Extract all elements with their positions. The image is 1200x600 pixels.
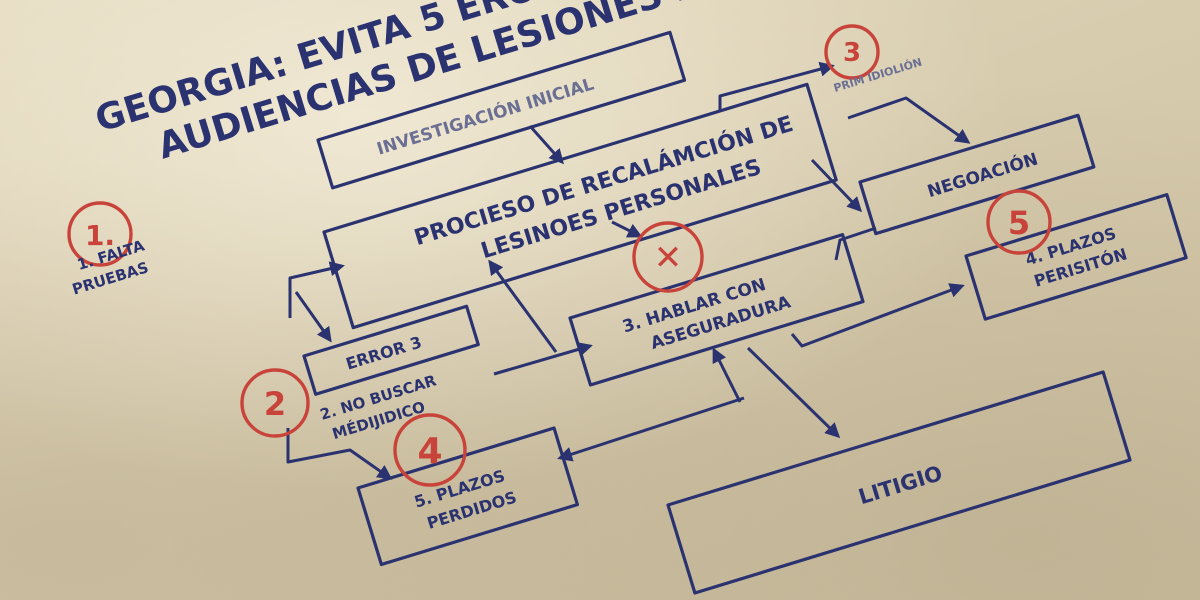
arrow-proceso-negociacion — [810, 158, 863, 213]
svg-text:3: 3 — [843, 38, 861, 68]
arrow-error-proceso — [288, 261, 345, 318]
node-error3: ERROR 3 — [302, 304, 480, 396]
arrow-proceso-x — [611, 220, 643, 238]
arrow-to-plazos-bottom — [557, 396, 745, 462]
arrow-to-error3 — [294, 291, 332, 343]
label-falta-pruebas: 1. FALTA PRUEBAS — [70, 236, 151, 298]
marker-1: 1. — [67, 201, 133, 267]
svg-text:4: 4 — [417, 431, 442, 472]
svg-text:5: 5 — [1008, 204, 1030, 242]
marker-2: 2 — [240, 368, 310, 438]
node-plazos-bottom: 5. PLAZOS PERDIDOS — [356, 426, 580, 567]
node-negociacion: NEGOACIÓN — [858, 113, 1096, 236]
arrow-to-negociacion — [847, 96, 971, 144]
node-litigio-label: LITIGIO — [856, 461, 945, 509]
arrow-hablar-plazos — [790, 283, 965, 348]
svg-text:2: 2 — [264, 385, 286, 423]
node-hablar: 3. HABLAR CON ASEGURADURA — [568, 233, 865, 387]
arrow-hablar-litigio — [746, 346, 841, 439]
arrow-hablar-proceso — [488, 259, 558, 353]
svg-text:✕: ✕ — [654, 238, 683, 278]
node-investigacion-box — [316, 30, 687, 190]
arrow-marker2-plazos — [286, 428, 393, 480]
svg-text:1.: 1. — [85, 219, 115, 252]
marker-x: ✕ — [632, 221, 704, 293]
marker-4: 4 — [393, 413, 467, 487]
connector-negociacion-hablar — [834, 226, 877, 261]
node-error3-box — [302, 304, 480, 396]
node-hablar-box — [568, 233, 865, 387]
marker-5: 5 — [986, 189, 1052, 255]
node-proceso-box — [322, 82, 838, 330]
arrow-up-to-hablar — [712, 347, 742, 403]
node-plazos-bottom-box — [356, 426, 580, 567]
node-plazos-right-box — [964, 193, 1188, 321]
node-litigio: LITIGIO — [666, 370, 1132, 595]
arrow-to-first-reunion — [718, 61, 835, 110]
marker-3: 3 — [824, 24, 880, 80]
arrow-error3-hablar — [493, 342, 593, 376]
arrow-investigacion-proceso — [528, 125, 564, 165]
node-litigio-box — [666, 370, 1132, 595]
node-negociacion-box — [858, 113, 1096, 236]
node-plazos-right: 4. PLAZOS PERISITÓN — [964, 193, 1188, 321]
